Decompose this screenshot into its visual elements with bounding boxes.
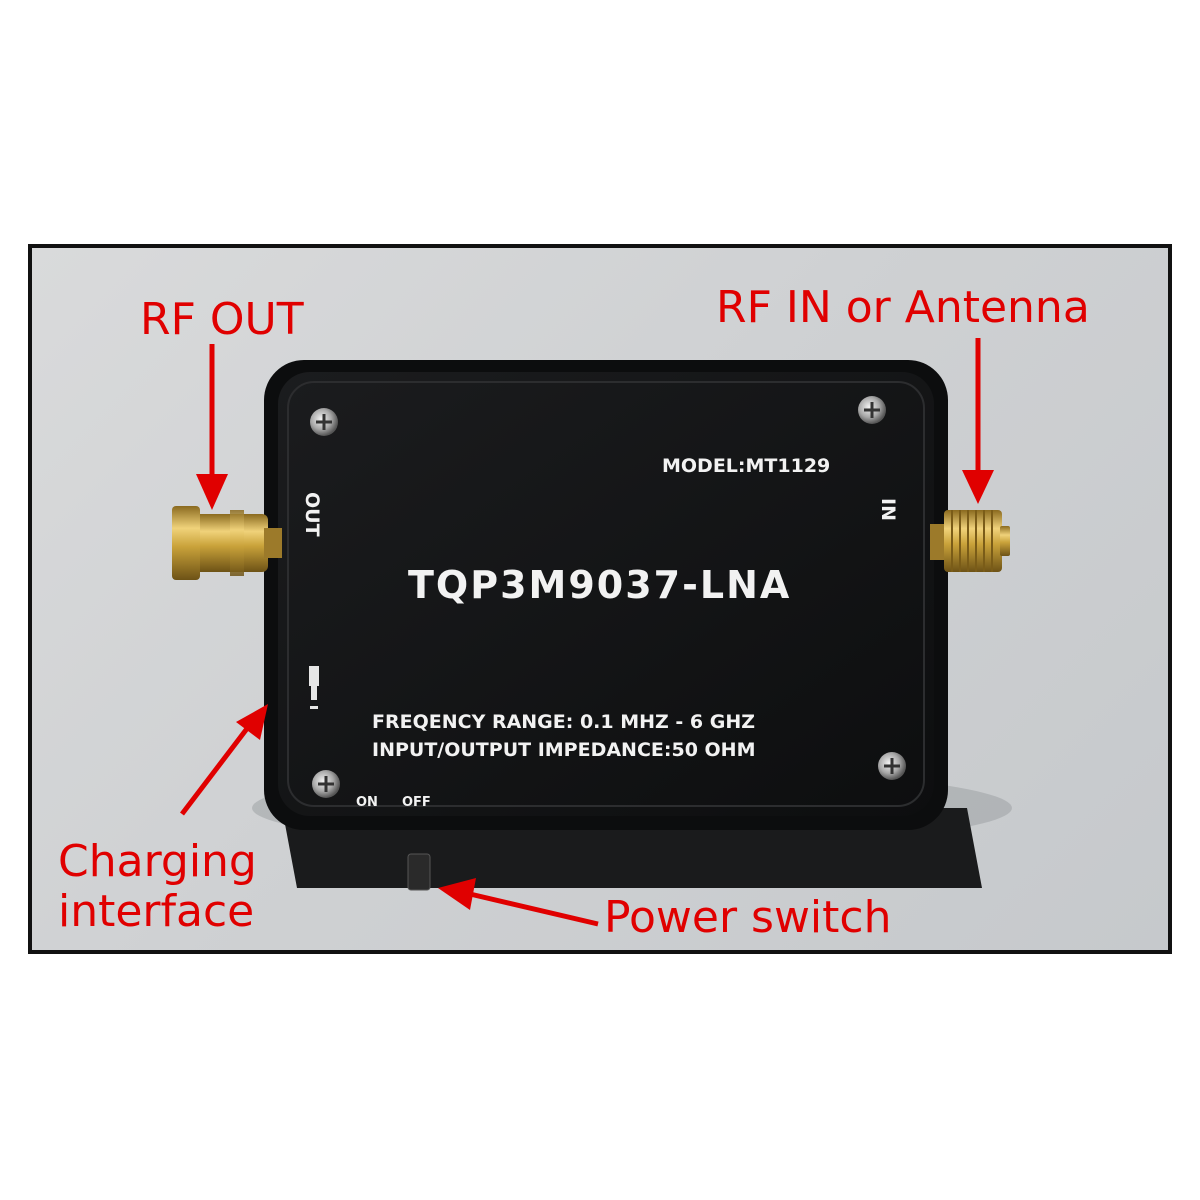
- photo-frame: MODEL:MT1129 TQP3M9037-LNA FREQENCY RANG…: [28, 244, 1172, 954]
- impedance-label: INPUT/OUTPUT IMPEDANCE:50 OHM: [372, 739, 756, 761]
- device-illustration: MODEL:MT1129 TQP3M9037-LNA FREQENCY RANG…: [172, 338, 1012, 927]
- rf-in-callout: RF IN or Antenna: [716, 282, 1090, 333]
- screw-icon: [858, 396, 886, 424]
- model-label: MODEL:MT1129: [662, 455, 830, 477]
- power-switch-callout: Power switch: [604, 892, 892, 943]
- switch-off-label: OFF: [402, 795, 431, 810]
- device-name: TQP3M9037-LNA: [408, 563, 791, 607]
- charging-arrow: [180, 720, 254, 816]
- product-photo: MODEL:MT1129 TQP3M9037-LNA FREQENCY RANG…: [32, 248, 1168, 950]
- enclosure-lid: [278, 372, 934, 816]
- power-switch-slider: [407, 853, 431, 891]
- port-out-label: OUT: [301, 492, 323, 537]
- sma-connector-in: [930, 510, 1010, 572]
- usb-charging-icon: [309, 666, 319, 709]
- sma-connector-out: [172, 506, 282, 580]
- charging-callout-line1: Charging: [58, 836, 257, 887]
- screw-icon: [310, 408, 338, 436]
- screw-icon: [312, 770, 340, 798]
- frequency-range-label: FREQENCY RANGE: 0.1 MHZ - 6 GHZ: [372, 711, 755, 733]
- rf-out-callout: RF OUT: [140, 294, 304, 345]
- power-switch-arrow: [469, 891, 599, 927]
- screw-icon: [878, 752, 906, 780]
- switch-on-label: ON: [356, 795, 378, 810]
- annotation-arrows: [180, 338, 994, 927]
- port-in-label: IN: [877, 498, 899, 521]
- charging-callout-line2: interface: [58, 886, 255, 937]
